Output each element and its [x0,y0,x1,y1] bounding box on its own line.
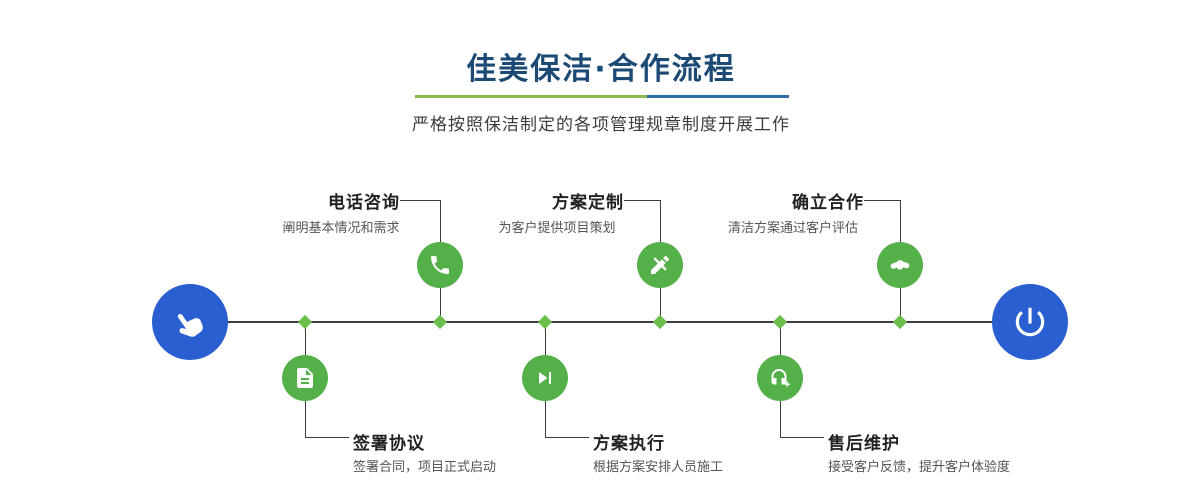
timeline-node-diamond [537,314,553,330]
timeline-node-diamond [652,314,668,330]
connector-line [864,200,900,201]
step-title: 售后维护 [828,434,900,454]
divider-green-segment [415,95,647,98]
page-subtitle: 严格按照保洁制定的各项管理规章制度开展工作 [412,115,790,135]
connector-line [545,437,589,438]
step-circle-aftersales [757,355,803,401]
timeline-node-diamond [892,314,908,330]
timeline-line [190,321,1030,323]
handshake-icon [890,260,910,270]
step-desc: 阐明基本情况和需求 [282,221,400,236]
step-circle-phone [417,242,463,288]
divider-blue-segment [646,95,789,98]
step-circle-execution [522,355,568,401]
step-title: 签署协议 [353,434,425,454]
timeline-node-diamond [772,314,788,330]
pen-icon [651,255,670,274]
timeline-start-node [152,284,228,360]
connector-line [780,437,824,438]
timeline-node-diamond [297,314,313,330]
step-desc: 清洁方案通过客户评估 [727,221,858,236]
step-circle-cooperation [877,242,923,288]
step-title: 方案定制 [552,193,624,213]
step-title: 方案执行 [593,434,665,454]
connector-line [400,200,440,201]
page-title: 佳美保洁·合作流程 [466,52,736,87]
contract-icon [297,368,313,388]
step-desc: 签署合同，项目正式启动 [353,460,497,475]
timeline-end-node [992,284,1068,360]
phone-icon [431,256,449,274]
step-title: 确立合作 [792,193,864,213]
timeline-node-diamond [432,314,448,330]
step-desc: 根据方案安排人员施工 [593,460,724,475]
step-desc: 为客户提供项目策划 [498,221,616,236]
headset-icon [771,369,790,387]
step-title: 电话咨询 [328,193,400,213]
hand-pointer-icon [177,313,203,337]
step-desc: 接受客户反馈，提升客户体验度 [828,460,1011,475]
power-icon [1015,307,1045,337]
step-circle-agreement [282,355,328,401]
connector-line [624,200,660,201]
connector-line [305,437,349,438]
title-divider [415,95,789,98]
step-circle-plan [637,242,683,288]
play-icon [539,372,551,384]
